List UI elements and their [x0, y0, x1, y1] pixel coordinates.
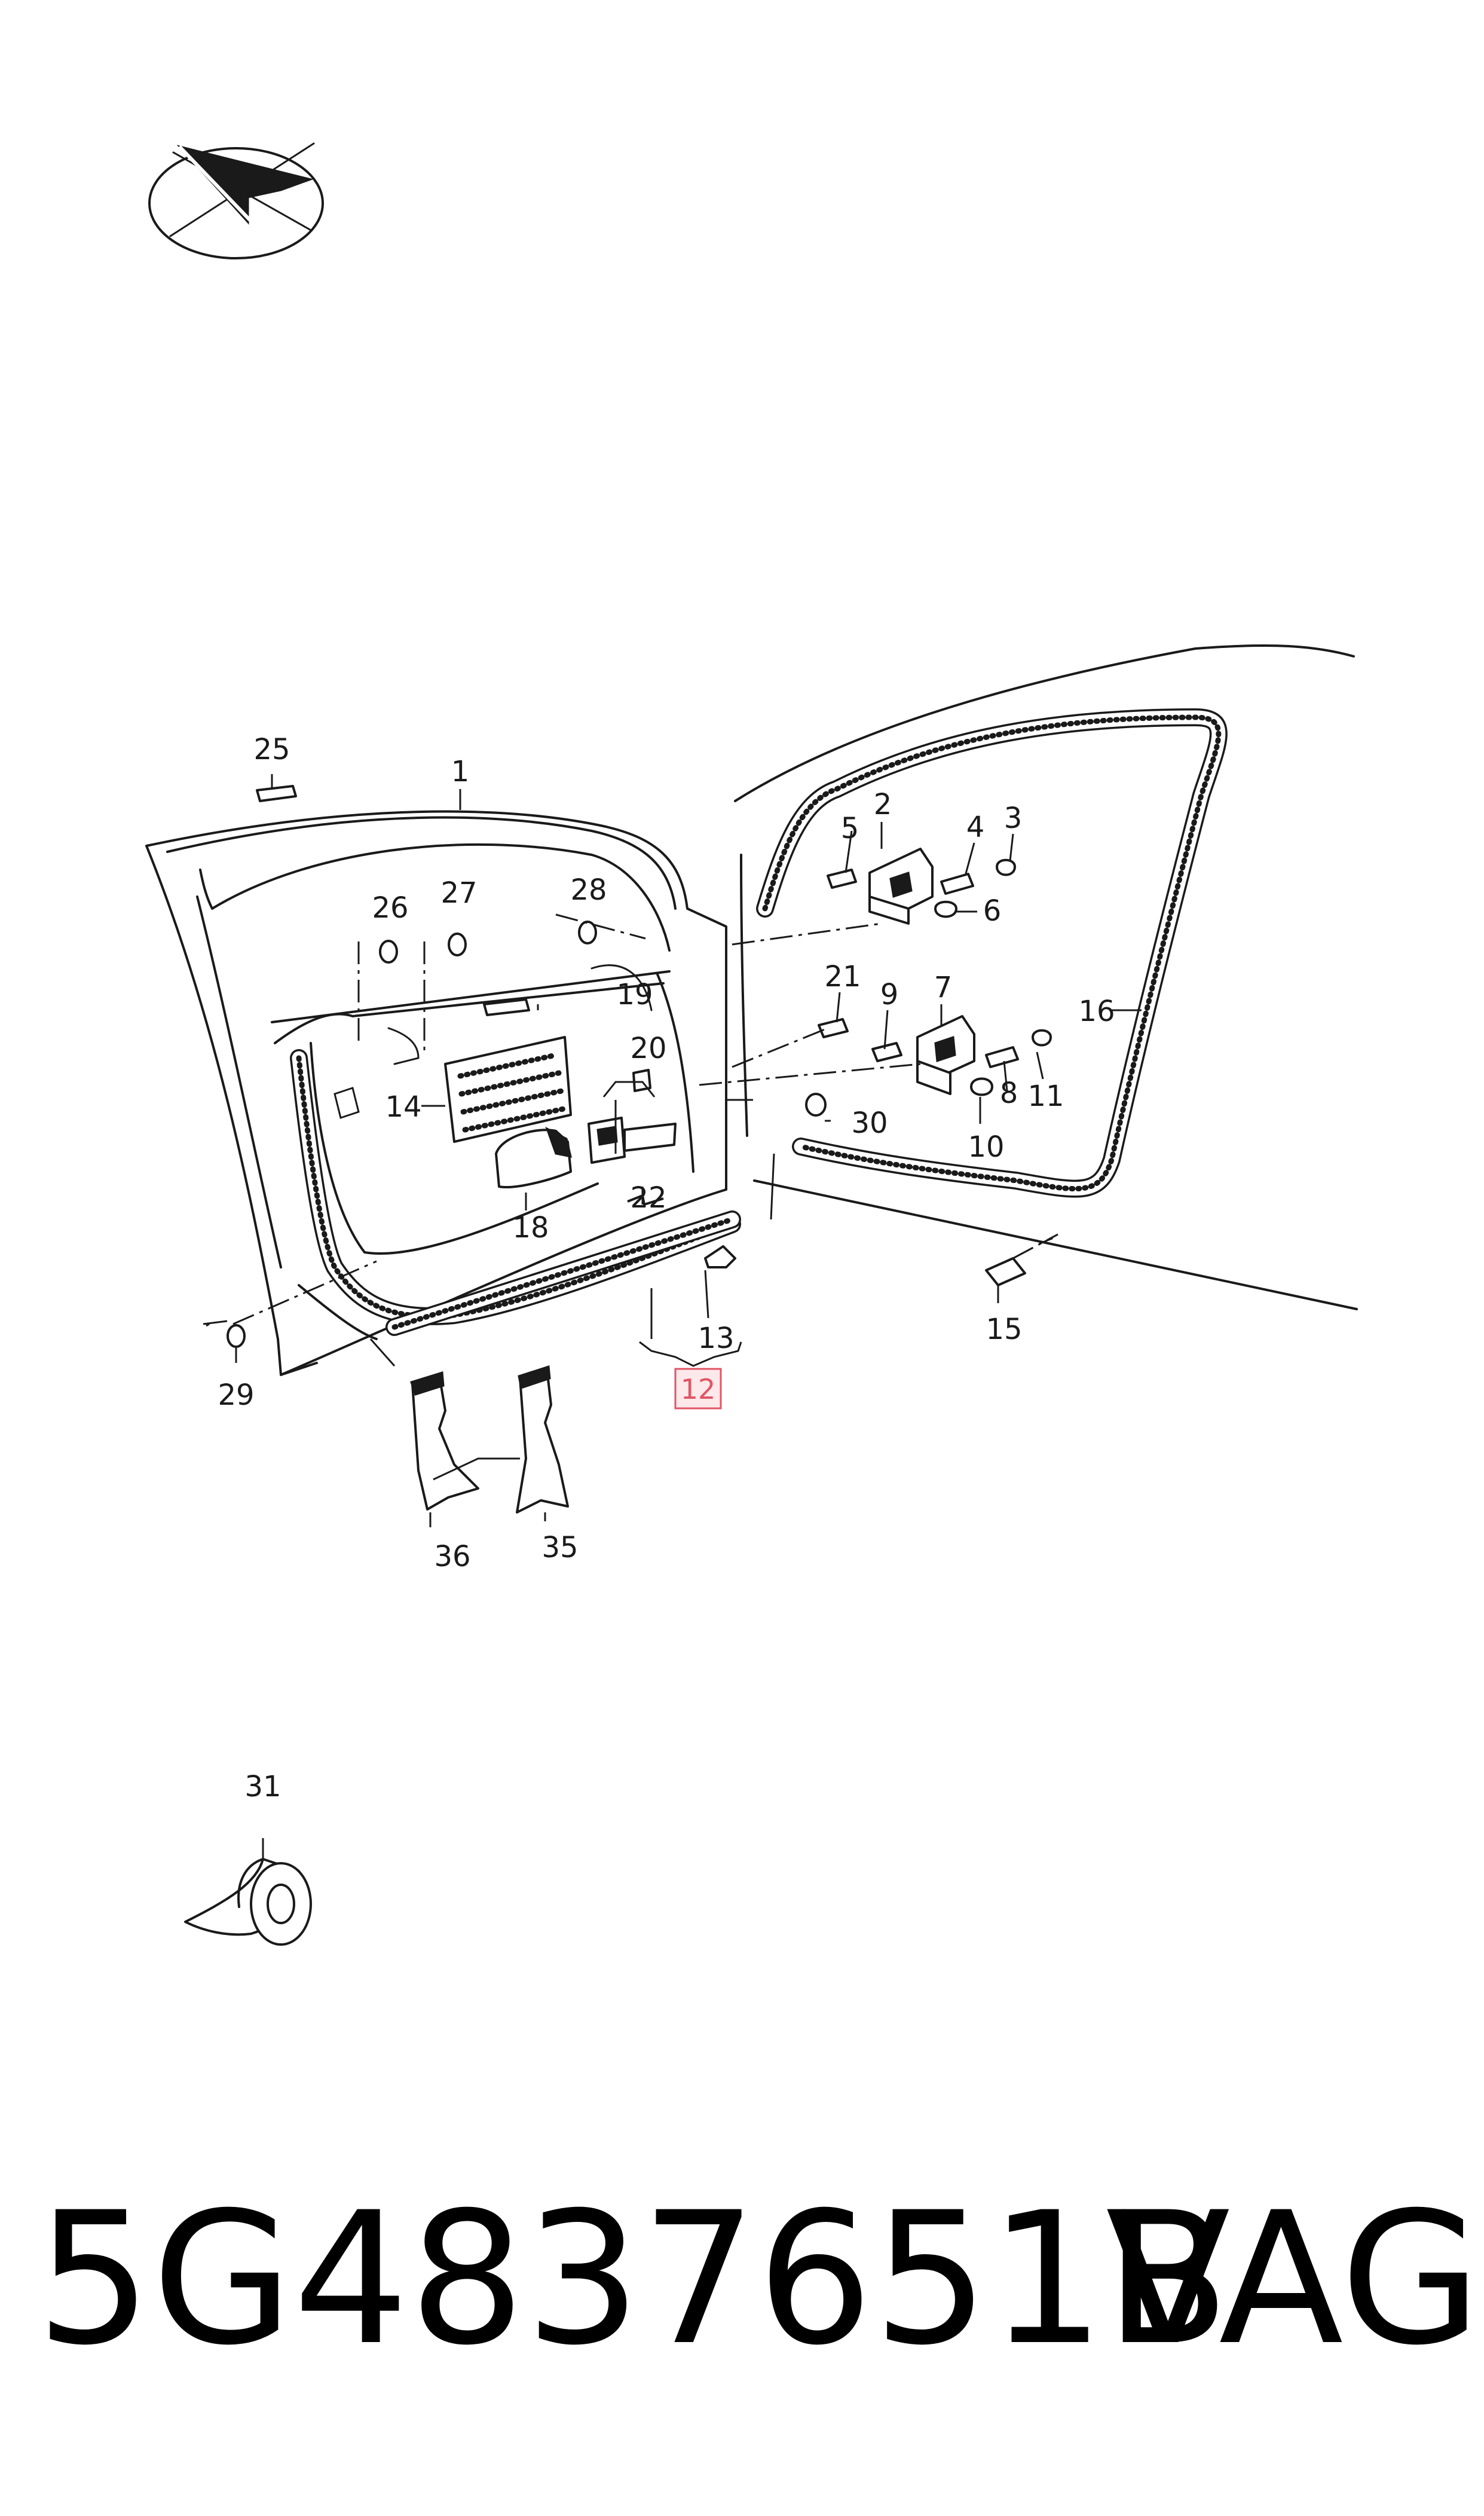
upper-hinge — [827, 848, 1016, 925]
callout-19: 19 — [616, 978, 653, 1011]
callout-5: 5 — [841, 812, 859, 845]
orientation-arrow-icon — [148, 142, 324, 259]
sound-insulation-pad — [444, 1036, 572, 1143]
callout-35: 35 — [541, 1531, 578, 1564]
axis-lines — [206, 913, 1058, 1327]
callout-13: 13 — [697, 1322, 734, 1355]
trim-piece-36 — [410, 1371, 479, 1511]
leader-lines — [203, 774, 1142, 1859]
callout-29: 29 — [218, 1378, 254, 1412]
callout-4: 4 — [966, 811, 985, 844]
door-sill-seal — [385, 1210, 741, 1336]
callout-30: 30 — [851, 1106, 888, 1140]
callout-28: 28 — [570, 873, 607, 907]
callout-15: 15 — [986, 1313, 1022, 1346]
lower-hinge — [818, 1015, 1052, 1096]
callout-16: 16 — [1078, 995, 1115, 1028]
callout-12: 12 — [681, 1373, 716, 1405]
callout-9: 9 — [880, 978, 899, 1011]
adhesive-tape-roll — [184, 1858, 312, 1946]
part-number: 5G4837651B — [36, 2173, 1230, 2385]
small-fasteners — [227, 785, 1026, 1348]
callout-3: 3 — [1004, 802, 1023, 835]
handle-bracket — [495, 1126, 572, 1188]
callout-27: 27 — [440, 876, 477, 910]
callout-labels: 1 2 3 4 5 6 7 8 9 10 11 13 14 15 16 18 1… — [218, 733, 1115, 1803]
callout-8: 8 — [1000, 1077, 1018, 1110]
callout-7: 7 — [934, 971, 953, 1004]
callout-2: 2 — [874, 788, 892, 821]
door-opening-seal — [756, 708, 1228, 1198]
callout-1: 1 — [451, 755, 470, 788]
brand-name: VAG — [1106, 2173, 1482, 2385]
callout-22: 22 — [630, 1181, 666, 1215]
callout-6: 6 — [983, 894, 1002, 928]
callout-25: 25 — [253, 733, 290, 766]
door-frame-seal — [290, 1049, 741, 1325]
callout-21: 21 — [824, 960, 861, 993]
callout-36: 36 — [434, 1540, 470, 1573]
door-shell — [145, 810, 727, 1376]
trim-piece-35 — [516, 1365, 569, 1514]
highlighted-callout-12[interactable]: 12 — [674, 1368, 722, 1410]
callout-31: 31 — [244, 1770, 281, 1803]
callout-18: 18 — [512, 1211, 549, 1245]
callout-26: 26 — [372, 891, 408, 925]
callout-10: 10 — [968, 1130, 1004, 1164]
callout-20: 20 — [630, 1032, 666, 1065]
callout-14: 14 — [385, 1090, 421, 1124]
callout-11: 11 — [1027, 1080, 1064, 1113]
